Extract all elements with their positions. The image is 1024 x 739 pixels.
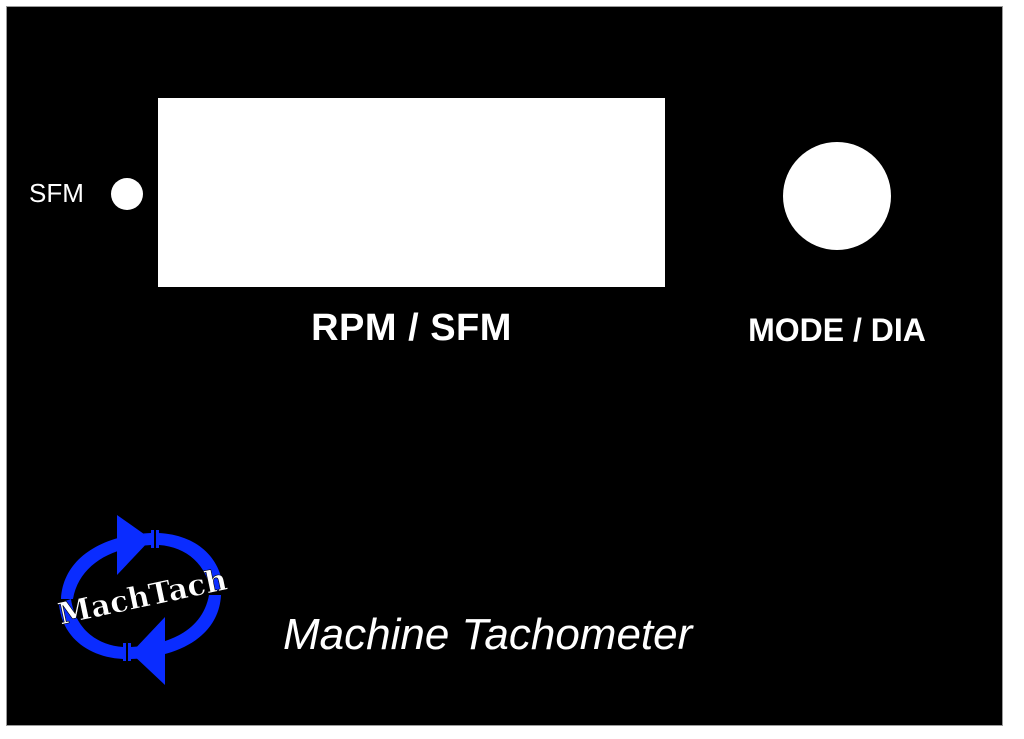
rpm-sfm-display-window xyxy=(158,98,665,287)
cycle-arrows-icon: MachTach xyxy=(55,515,231,685)
display-caption: RPM / SFM xyxy=(311,307,512,349)
mode-dia-knob[interactable] xyxy=(783,142,891,250)
sfm-indicator-label: SFM xyxy=(29,178,84,208)
product-tagline: Machine Tachometer xyxy=(283,610,693,659)
knob-caption: MODE / DIA xyxy=(748,312,926,348)
front-panel: SFM RPM / SFM MODE / DIA MachTach Machin… xyxy=(7,7,1002,725)
sfm-indicator-led xyxy=(111,178,143,210)
machtach-logo: MachTach xyxy=(51,507,231,687)
